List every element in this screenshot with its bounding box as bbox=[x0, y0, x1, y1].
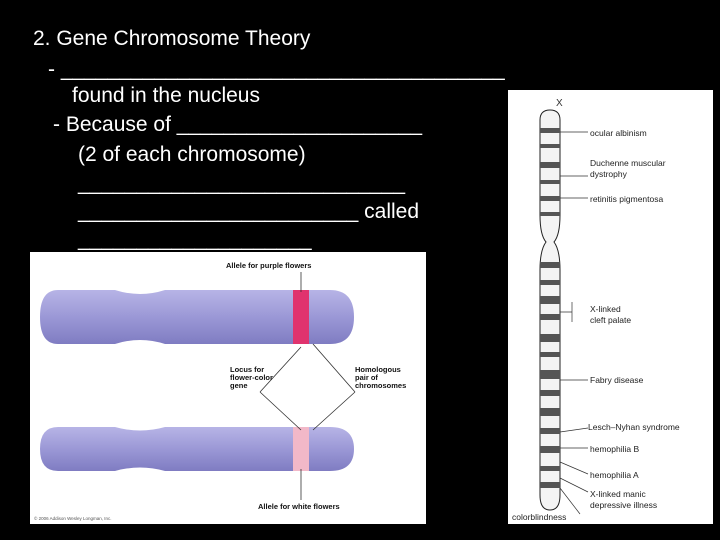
white-allele-band bbox=[293, 427, 309, 471]
x-chromosome-bands bbox=[540, 128, 560, 488]
gene-hemophilia-b: hemophilia B bbox=[590, 444, 639, 454]
x-chromosome-label: X bbox=[556, 98, 563, 109]
chromosome-top bbox=[40, 290, 354, 344]
leader-lines bbox=[259, 272, 356, 500]
gene-ocular-albinism: ocular albinism bbox=[590, 128, 647, 138]
slide-title: 2. Gene Chromosome Theory bbox=[33, 27, 311, 50]
blank-line-5: ____________________________ bbox=[78, 172, 406, 195]
gene-retinitis-pigmentosa: retinitis pigmentosa bbox=[590, 194, 664, 204]
text-found-in-nucleus: found in the nucleus bbox=[72, 84, 260, 107]
gene-lesch-nyhan: Lesch–Nyhan syndrome bbox=[588, 422, 680, 432]
purple-allele-band bbox=[293, 290, 309, 344]
label-allele-white: Allele for white flowers bbox=[258, 502, 340, 511]
text-because-of: - Because of _____________________ bbox=[53, 113, 422, 136]
gene-colorblindness: colorblindness bbox=[512, 512, 566, 522]
gene-hemophilia-a: hemophilia A bbox=[590, 470, 639, 480]
blank-line-1: - ______________________________________ bbox=[48, 58, 505, 81]
x-chromosome-figure: X bbox=[508, 90, 713, 524]
label-allele-purple: Allele for purple flowers bbox=[226, 261, 311, 270]
chromosome-bottom bbox=[40, 427, 354, 471]
x-chromosome-svg: X bbox=[512, 98, 680, 522]
blank-line-7: ____________________ bbox=[78, 228, 312, 251]
copyright-note: © 2006 Addison Wesley Longman, Inc. bbox=[34, 515, 112, 521]
x-gene-leaders bbox=[559, 131, 589, 515]
gene-fabry-disease: Fabry disease bbox=[590, 375, 644, 385]
blank-line-called: ________________________ called bbox=[78, 200, 420, 223]
text-two-of-each: (2 of each chromosome) bbox=[78, 143, 306, 166]
